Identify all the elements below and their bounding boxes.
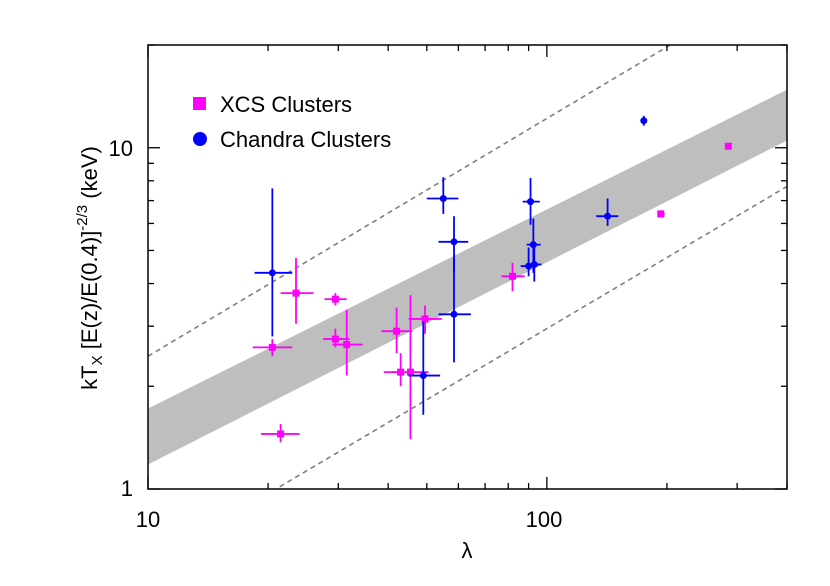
lower-scatter-line [274, 185, 787, 489]
xcs-point-9 [408, 305, 442, 334]
y-tick-label-10: 10 [109, 136, 133, 161]
confidence-band-group [148, 89, 787, 465]
legend: XCS Clusters Chandra Clusters [193, 92, 391, 152]
xcs-point-5 [332, 309, 363, 376]
y-axis-title-kt: kT [77, 365, 102, 389]
xcs-marker [508, 272, 516, 280]
xcs-marker [331, 335, 339, 343]
chandra-point-10 [640, 115, 648, 126]
upper-scatter-line [148, 45, 672, 357]
y-axis-title-sub: X [89, 355, 106, 365]
chandra-marker [527, 198, 535, 206]
y-axis-title-bracket: [E(z)/E(0.4)] [77, 231, 102, 356]
legend-label-chandra: Chandra Clusters [220, 127, 391, 152]
xcs-point-6 [381, 307, 413, 354]
y-axis-title: kTX [E(z)/E(0.4)]-2/3 (keV) [74, 146, 106, 390]
xcs-marker [343, 341, 351, 349]
xcs-marker [268, 343, 276, 351]
xcs-point-10 [501, 262, 525, 292]
xcs-point-2 [280, 258, 314, 324]
axes-group [147, 44, 788, 490]
xcs-marker [292, 289, 300, 297]
data-points-group [252, 115, 732, 443]
xcs-point-12 [724, 142, 732, 150]
xcs-marker [277, 430, 285, 438]
xcs-marker [406, 368, 414, 376]
y-tick-label-1: 1 [121, 476, 133, 501]
xcs-point-0 [252, 339, 293, 357]
chandra-marker [530, 260, 538, 268]
legend-marker-chandra [193, 132, 207, 146]
chandra-marker [450, 310, 458, 318]
xcs-point-1 [260, 424, 300, 443]
chandra-marker [604, 212, 612, 220]
chandra-point-8 [527, 246, 542, 282]
plot-frame [147, 44, 788, 490]
chandra-marker [268, 269, 276, 277]
xcs-marker [724, 142, 732, 150]
y-axis-title-sup: -2/3 [74, 205, 91, 231]
xcs-point-11 [657, 210, 665, 218]
chandra-marker [640, 117, 648, 125]
xcs-marker [421, 315, 429, 323]
legend-label-xcs: XCS Clusters [220, 92, 352, 117]
chandra-marker [529, 241, 537, 249]
chandra-marker [439, 194, 447, 202]
chandra-point-4 [438, 258, 471, 363]
chandra-marker [450, 238, 458, 246]
chandra-point-2 [426, 177, 459, 214]
chandra-point-0 [254, 188, 293, 337]
x-axis-title: λ [462, 538, 473, 563]
confidence-band [148, 89, 787, 465]
chandra-point-6 [522, 178, 540, 225]
x-tick-label-100: 100 [526, 507, 563, 532]
dashed-lines-group [148, 45, 787, 489]
y-axis-title-unit: (keV) [77, 146, 102, 205]
chandra-marker [419, 372, 427, 380]
xcs-marker [331, 295, 339, 303]
legend-marker-xcs [193, 97, 206, 110]
xcs-point-3 [324, 293, 347, 306]
xcs-marker [393, 327, 401, 335]
chandra-point-1 [408, 321, 441, 415]
x-tick-label-10: 10 [136, 507, 160, 532]
chandra-point-9 [596, 198, 619, 226]
xcs-marker [657, 210, 665, 218]
